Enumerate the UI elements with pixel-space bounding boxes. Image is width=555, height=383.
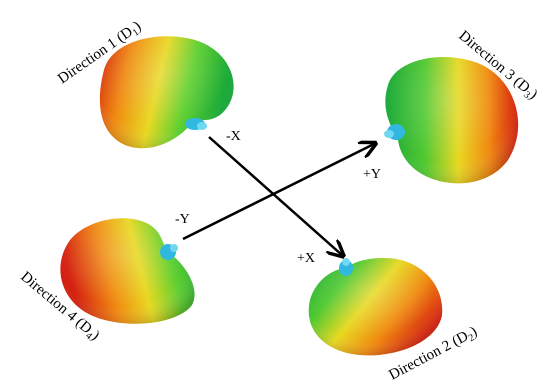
label-neg-y: -Y — [175, 212, 190, 227]
lobe-direction-3 — [384, 56, 519, 184]
lobe-direction-1 — [99, 36, 234, 149]
lobe-direction-4 — [60, 218, 195, 324]
arrow-y-axis — [182, 144, 374, 241]
lobe-direction-2 — [308, 258, 443, 356]
feed-point-2 — [339, 260, 353, 276]
label-pos-x: +X — [297, 251, 315, 266]
arrow-x-axis — [208, 136, 342, 255]
label-neg-x: -X — [226, 129, 241, 144]
label-pos-y: +Y — [363, 167, 381, 182]
